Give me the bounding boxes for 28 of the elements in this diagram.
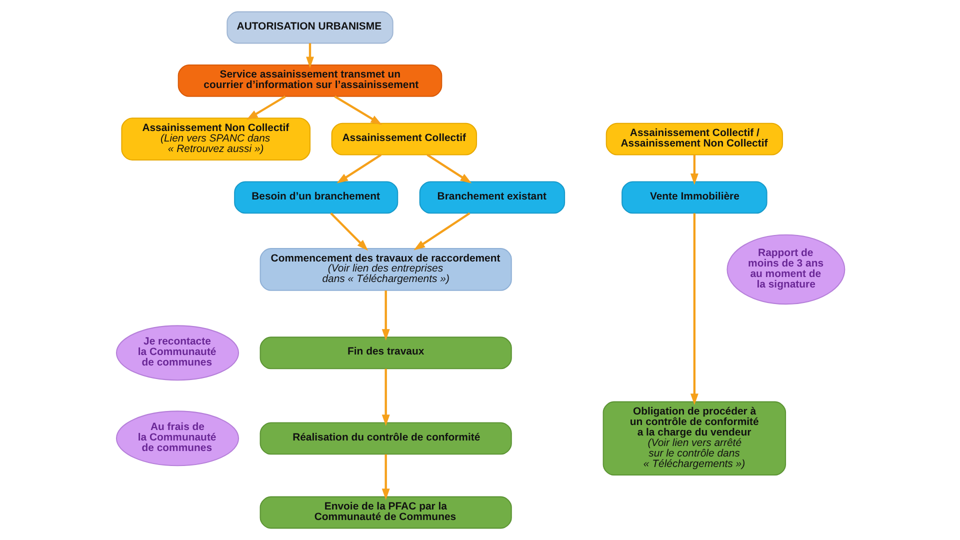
node-box: Assainissement Collectif — [330, 122, 477, 156]
arrow — [413, 212, 470, 250]
node-ellipse: Je recontacte la Communauté de communes — [115, 325, 239, 381]
node-box: Assainissement Non Collectif (Lien vers SPANC dans « Retrouvez aussi ») — [120, 118, 310, 160]
arrow — [381, 368, 390, 426]
node-box: Service assainissement transmet un courrier d’information sur l’assainissement — [177, 64, 442, 97]
node-box: AUTORISATION URBANISME — [226, 11, 393, 44]
arrow — [334, 95, 382, 125]
arrow — [336, 154, 382, 184]
node-box: Branchement existant — [418, 181, 565, 214]
node-box: Commencement des travaux de raccordement (Voir lien des entreprises dans « Téléchargements ») — [259, 248, 512, 291]
node-ellipse: Au frais de la Communauté de communes — [115, 410, 239, 466]
arrow — [306, 43, 314, 68]
arrow — [381, 454, 390, 500]
node-box: Besoin d’un branchement — [234, 181, 398, 214]
arrow — [426, 154, 472, 184]
arrow — [246, 95, 286, 120]
node-box: Réalisation du contrôle de conformité — [259, 422, 512, 455]
node-box: Envoie de la PFAC par la Communauté de Communes — [259, 496, 512, 529]
node-box: Vente Immobilière — [621, 181, 767, 214]
node-box: Obligation de procéder à un contrôle de conformité a la charge du vendeur (Voir lien vers arrêté sur le contrôle dans « Téléchargements ») — [602, 401, 786, 476]
node-ellipse: Rapport de moins de 3 ans au moment de la signature — [726, 234, 845, 305]
node-box: Fin des travaux — [259, 336, 512, 370]
arrow — [381, 290, 390, 340]
arrow — [330, 212, 368, 251]
node-box: Assainissement Collectif / Assainissement Non Collectif — [605, 122, 782, 156]
arrow — [690, 154, 698, 185]
arrow — [690, 213, 698, 406]
